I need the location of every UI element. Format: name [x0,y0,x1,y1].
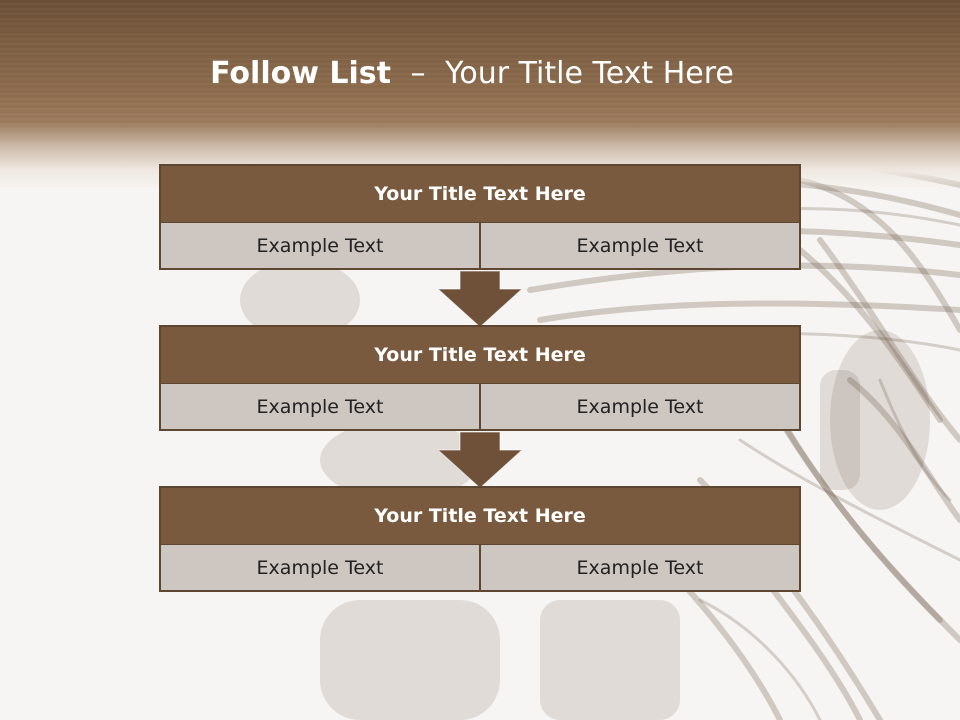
step-block-2: Your Title Text Here Example Text Exampl… [159,325,801,431]
step-cell-left: Example Text [161,384,479,429]
header-texture [0,0,960,130]
step-cell-left: Example Text [161,223,479,268]
step-cell-right: Example Text [481,223,799,268]
step-title: Your Title Text Here [161,327,799,383]
step-cell-right: Example Text [481,384,799,429]
step-cell-right: Example Text [481,545,799,590]
step-block-1: Your Title Text Here Example Text Exampl… [159,164,801,270]
down-arrow-icon [438,432,522,488]
slide-title: Follow List – Your Title Text Here [0,56,944,91]
step-block-3: Your Title Text Here Example Text Exampl… [159,486,801,592]
step-cell-left: Example Text [161,545,479,590]
slide-title-rest: Your Title Text Here [445,56,734,91]
slide-title-dash: – [410,56,426,91]
step-title: Your Title Text Here [161,488,799,544]
header-band [0,0,960,190]
slide-title-bold: Follow List [210,56,391,91]
down-arrow-icon [438,271,522,327]
step-title: Your Title Text Here [161,166,799,222]
